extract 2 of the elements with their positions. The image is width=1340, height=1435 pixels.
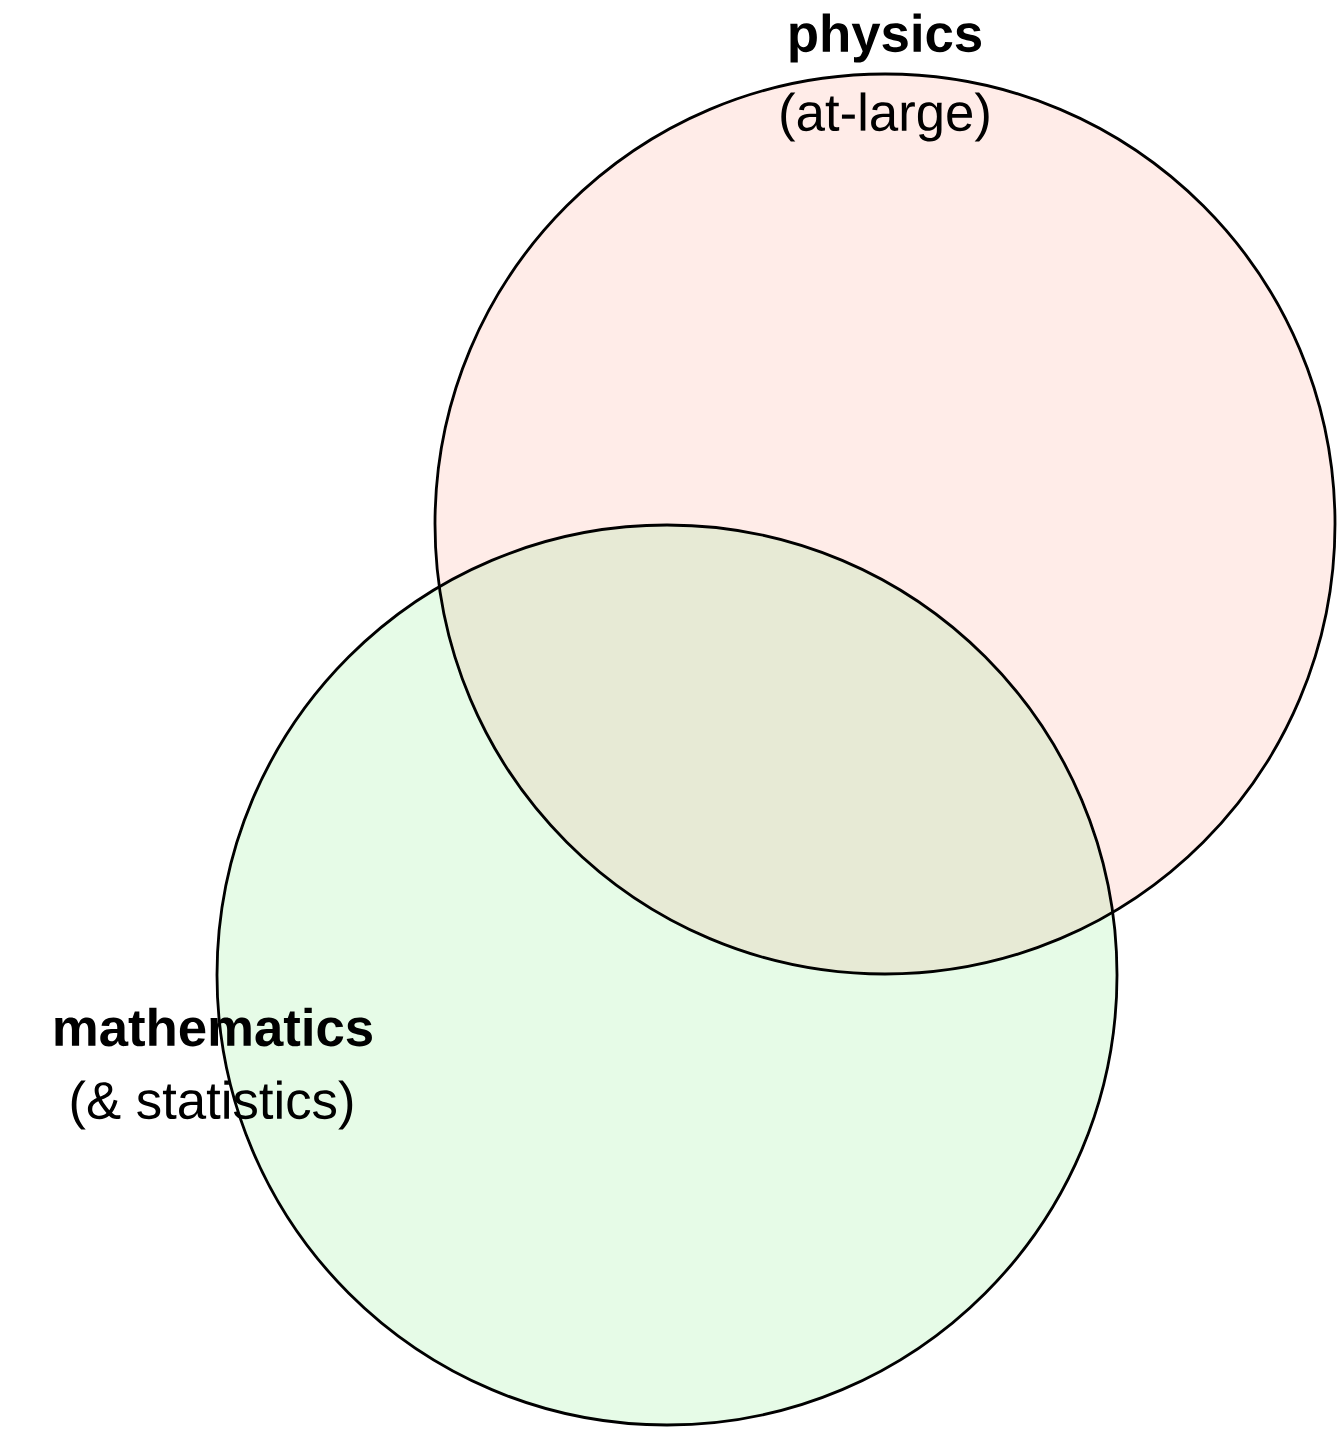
circle-subtitle: (at-large) xyxy=(781,92,989,142)
circle-title: physics xyxy=(790,13,981,63)
